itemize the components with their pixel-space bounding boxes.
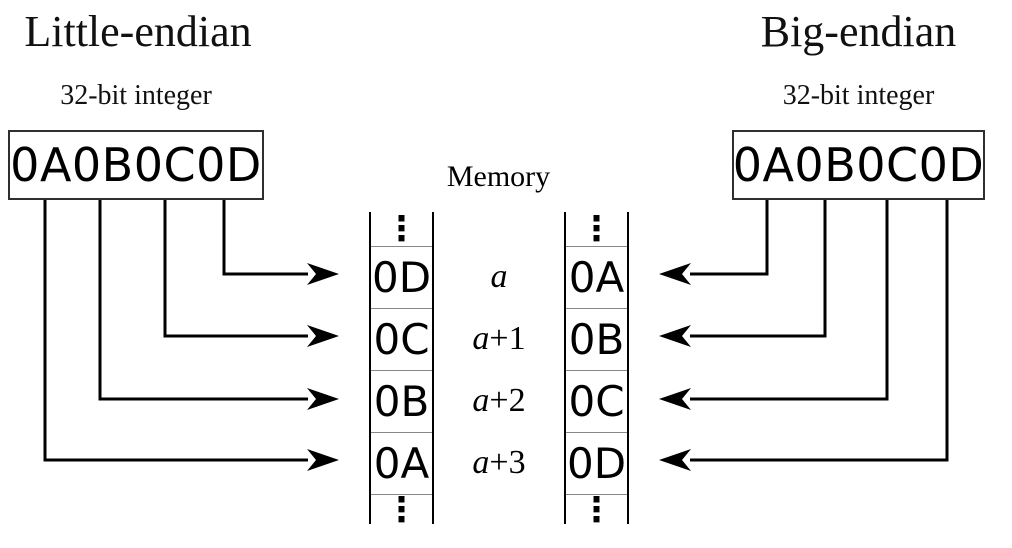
memory-ellipsis-top: ⋮ [371, 212, 432, 246]
memory-ellipsis-bottom: ⋮ [566, 489, 627, 530]
address-base: a [472, 320, 490, 357]
memory-cell-value: 0B [568, 315, 625, 364]
arrow-little-byte-0c-to-a1 [163, 200, 339, 347]
address-base: a [490, 258, 508, 295]
memory-cell-value: 0C [373, 315, 430, 364]
memory-cell: 0C [566, 370, 627, 432]
address-label: a [434, 246, 564, 308]
big-endian-subtitle: 32-bit integer [782, 80, 935, 111]
memory-ellipsis-bottom: ⋮ [371, 489, 432, 530]
memory-cell: 0D [566, 432, 627, 494]
memory-cell: 0A [371, 432, 432, 494]
arrow-big-byte-0a-to-a [659, 200, 769, 285]
memory-label: Memory [446, 160, 551, 193]
memory-cell-value: 0D [371, 253, 432, 302]
vertical-ellipsis-icon: ⋮ [579, 489, 614, 530]
arrow-big-byte-0c-to-a2 [659, 200, 889, 410]
memory-cell-value: 0C [568, 377, 625, 426]
big-endian-title: Big-endian [760, 7, 957, 56]
address-offset: +3 [489, 444, 526, 481]
memory-column-little-endian: ⋮ 0D 0C 0B 0A ⋮ [369, 212, 434, 530]
address-offset: +2 [489, 382, 526, 419]
memory-cell: 0A [566, 246, 627, 308]
address-spacer [434, 212, 564, 246]
memory-cell: 0B [566, 308, 627, 370]
little-endian-integer-value: 0A0B0C0D [10, 138, 262, 192]
memory-cell-value: 0A [373, 439, 430, 488]
memory-cell-value: 0B [373, 377, 430, 426]
vertical-ellipsis-icon: ⋮ [579, 209, 614, 249]
arrow-big-byte-0d-to-a3 [659, 200, 949, 471]
memory-cell: 0C [371, 308, 432, 370]
memory-column-big-endian: ⋮ 0A 0B 0C 0D ⋮ [564, 212, 629, 530]
memory-ellipsis-top: ⋮ [566, 212, 627, 246]
little-endian-integer-box: 0A0B0C0D [8, 130, 264, 200]
address-base: a [472, 444, 490, 481]
little-endian-title: Little-endian [24, 7, 252, 56]
memory-cell-value: 0D [566, 439, 627, 488]
vertical-ellipsis-icon: ⋮ [384, 209, 419, 249]
address-label: a+2 [434, 370, 564, 432]
address-label: a+3 [434, 432, 564, 494]
arrow-little-byte-0b-to-a2 [98, 200, 339, 410]
memory-cell: 0D [371, 246, 432, 308]
address-offset: +1 [489, 320, 526, 357]
memory-cell-value: 0A [568, 253, 625, 302]
little-endian-subtitle: 32-bit integer [60, 80, 212, 111]
memory-address-column: a a+1 a+2 a+3 [434, 212, 564, 494]
arrow-little-byte-0a-to-a3 [43, 200, 339, 471]
big-endian-integer-value: 0A0B0C0D [732, 138, 985, 192]
address-base: a [472, 382, 490, 419]
big-endian-integer-box: 0A0B0C0D [732, 130, 985, 200]
arrow-little-byte-0d-to-a [222, 200, 339, 285]
memory-cell: 0B [371, 370, 432, 432]
arrow-big-byte-0b-to-a1 [659, 200, 827, 347]
vertical-ellipsis-icon: ⋮ [384, 489, 419, 530]
address-label: a+1 [434, 308, 564, 370]
